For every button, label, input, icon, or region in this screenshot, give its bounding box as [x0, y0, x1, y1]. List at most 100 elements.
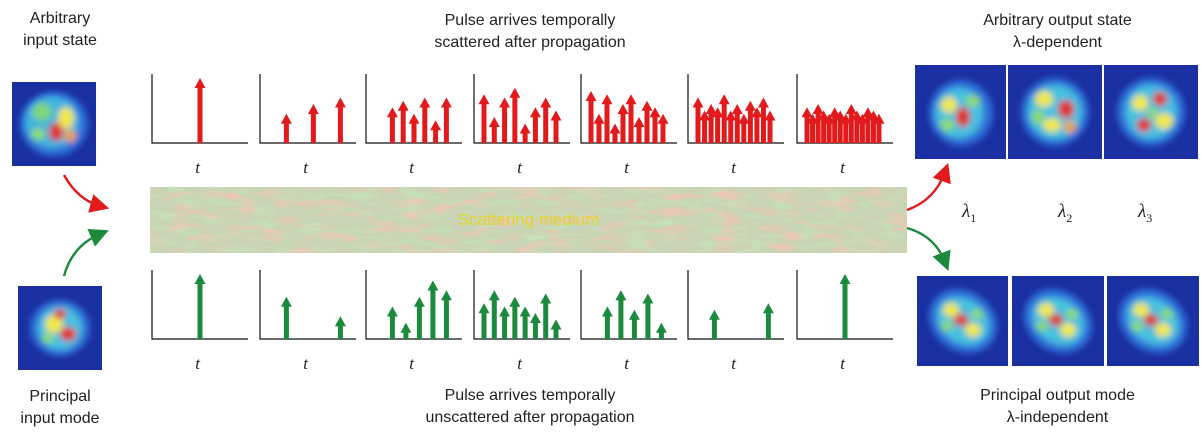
- scattered-pulse-arrowhead: [478, 94, 490, 105]
- scattered-pulse-arrowhead: [807, 113, 819, 124]
- output-state-lambda2-image: [1008, 65, 1102, 159]
- unscattered-pulse-arrowhead: [386, 306, 398, 317]
- unscattered-pulse-stem: [711, 317, 717, 339]
- unscattered-pulse-arrowhead: [509, 296, 521, 307]
- unscattered-pulse-panel-5: [580, 270, 677, 340]
- scattered-pulse-stem: [283, 121, 289, 143]
- unscattered-pulse-arrowhead: [628, 309, 640, 320]
- unscattered-pulse-panel-1: [151, 270, 248, 340]
- scattered-pulse-stem: [411, 121, 417, 143]
- green-output-arrow: [906, 226, 951, 271]
- unscattered-pulse-arrowhead: [440, 290, 452, 301]
- scattered-pulse-arrowhead: [519, 123, 531, 134]
- scattered-pulse-stem: [644, 108, 650, 143]
- scattered-pulse-stem: [870, 118, 876, 143]
- unscattered-pulse-arrowhead: [413, 296, 425, 307]
- unscattered-pulse-stem: [491, 298, 497, 339]
- scattered-pulse-stem: [636, 125, 642, 143]
- principal-input-label-line1: Principal: [29, 388, 91, 405]
- scattered-pulse-stem: [708, 112, 714, 143]
- lambda2-subscript: 2: [1066, 210, 1073, 225]
- scattered-pulse-arrowhead: [818, 110, 830, 121]
- scattered-pulse-stem: [400, 108, 406, 143]
- scattered-pulse-arrowhead: [593, 113, 605, 124]
- unscattered-pulse-arrowhead: [334, 316, 346, 327]
- unscattered-pulse-stem: [512, 304, 518, 339]
- lambda1-symbol: λ: [962, 201, 971, 222]
- scattering-medium: [150, 187, 907, 253]
- scattered-pulse-stem: [422, 105, 428, 143]
- unscattered-pulse-stem: [481, 311, 487, 339]
- scattered-pulse-arrowhead: [757, 97, 769, 108]
- lambda1-subscript: 1: [970, 210, 977, 225]
- unscattered-pulse-panel-2: [259, 270, 356, 340]
- scattered-pulse-arrowhead: [408, 113, 420, 124]
- unscattered-pulse-stem: [443, 298, 449, 339]
- scattered-pulse-arrowhead: [823, 113, 835, 124]
- scattered-pulse-arrowhead: [699, 110, 711, 121]
- scattered-pulse-stem: [741, 121, 747, 143]
- principal-input-label: Principal input mode: [0, 386, 120, 430]
- scattered-pulse-arrowhead: [550, 110, 562, 121]
- scattered-pulse-arrowhead: [499, 97, 511, 108]
- lambda3-subscript: 3: [1146, 210, 1153, 225]
- unscattered-panel-axis: [580, 270, 677, 340]
- unscattered-pulse-stem: [532, 321, 538, 339]
- unscattered-pulse-stem: [502, 314, 508, 339]
- scattered-pulse-panel-3: [365, 74, 462, 144]
- unscattered-pulse-stem: [337, 324, 343, 339]
- pulse-unscattered-label-line1: Pulse arrives temporally: [444, 387, 616, 404]
- unscattered-pulse-stem: [430, 288, 436, 339]
- scattered-pulse-stem: [804, 115, 810, 143]
- unscattered-pulse-arrowhead: [280, 296, 292, 307]
- scattered-panel-axis: [473, 74, 570, 144]
- scattered-pulse-arrowhead: [657, 113, 669, 124]
- scattered-pulse-stem: [481, 102, 487, 143]
- scattered-pulse-stem: [612, 131, 618, 143]
- scattered-pulse-panel-6: [687, 74, 784, 144]
- scattered-pulse-stem: [628, 102, 634, 143]
- scattered-time-axis-label: t: [840, 158, 845, 177]
- principal-output-lambda3-image: [1107, 276, 1199, 366]
- scattered-pulse-stem: [832, 115, 838, 143]
- scattered-pulse-panel-4: [473, 74, 570, 144]
- scattered-pulse-stem: [433, 128, 439, 143]
- scattered-pulse-stem: [660, 121, 666, 143]
- principal-output-label-line2: λ-independent: [1006, 409, 1109, 426]
- unscattered-pulse-stem: [389, 314, 395, 339]
- lambda2-symbol: λ: [1058, 201, 1067, 222]
- scattered-pulse-arrowhead: [280, 113, 292, 124]
- scattered-pulse-arrowhead: [585, 91, 597, 101]
- unscattered-pulse-arrowhead: [615, 290, 627, 301]
- scattered-pulse-stem: [815, 112, 821, 143]
- scattered-pulse-stem: [389, 115, 395, 143]
- scattered-pulse-arrowhead: [862, 107, 874, 118]
- scattered-panel-axis: [151, 74, 248, 144]
- unscattered-panel-axis: [365, 270, 462, 340]
- scattered-pulse-stem: [848, 112, 854, 143]
- unscattered-pulse-stem: [604, 314, 610, 339]
- scattered-pulse-arrowhead: [718, 94, 730, 105]
- scattered-pulse-arrowhead: [738, 113, 750, 124]
- scattered-pulse-stem: [821, 118, 827, 143]
- lambda2-label: λ2: [1058, 201, 1072, 226]
- scattered-pulse-stem: [859, 121, 865, 143]
- scattered-pulse-stem: [865, 115, 871, 143]
- pulse-unscattered-label: Pulse arrives temporally unscattered aft…: [370, 385, 690, 429]
- red-output-arrow: [906, 162, 951, 212]
- scattered-pulse-stem: [512, 95, 518, 143]
- scattered-pulse-arrowhead: [633, 117, 645, 127]
- scattered-pulse-arrowhead: [725, 110, 737, 121]
- unscattered-pulse-stem: [658, 330, 664, 339]
- arbitrary-output-label-line1: Arbitrary output state: [983, 12, 1132, 29]
- red-input-arrow: [62, 174, 110, 213]
- scattered-pulse-arrowhead: [641, 100, 653, 111]
- principal-output-lambda1-image: [917, 276, 1008, 366]
- scattered-pulse-arrowhead: [829, 107, 841, 118]
- output-state-lambda1-image: [915, 65, 1006, 159]
- output-state-lambda3-image: [1104, 65, 1198, 159]
- unscattered-pulse-stem: [553, 327, 559, 339]
- unscattered-pulse-arrowhead: [550, 319, 562, 330]
- scattered-pulse-stem: [502, 105, 508, 143]
- unscattered-time-axis-label: t: [409, 354, 414, 373]
